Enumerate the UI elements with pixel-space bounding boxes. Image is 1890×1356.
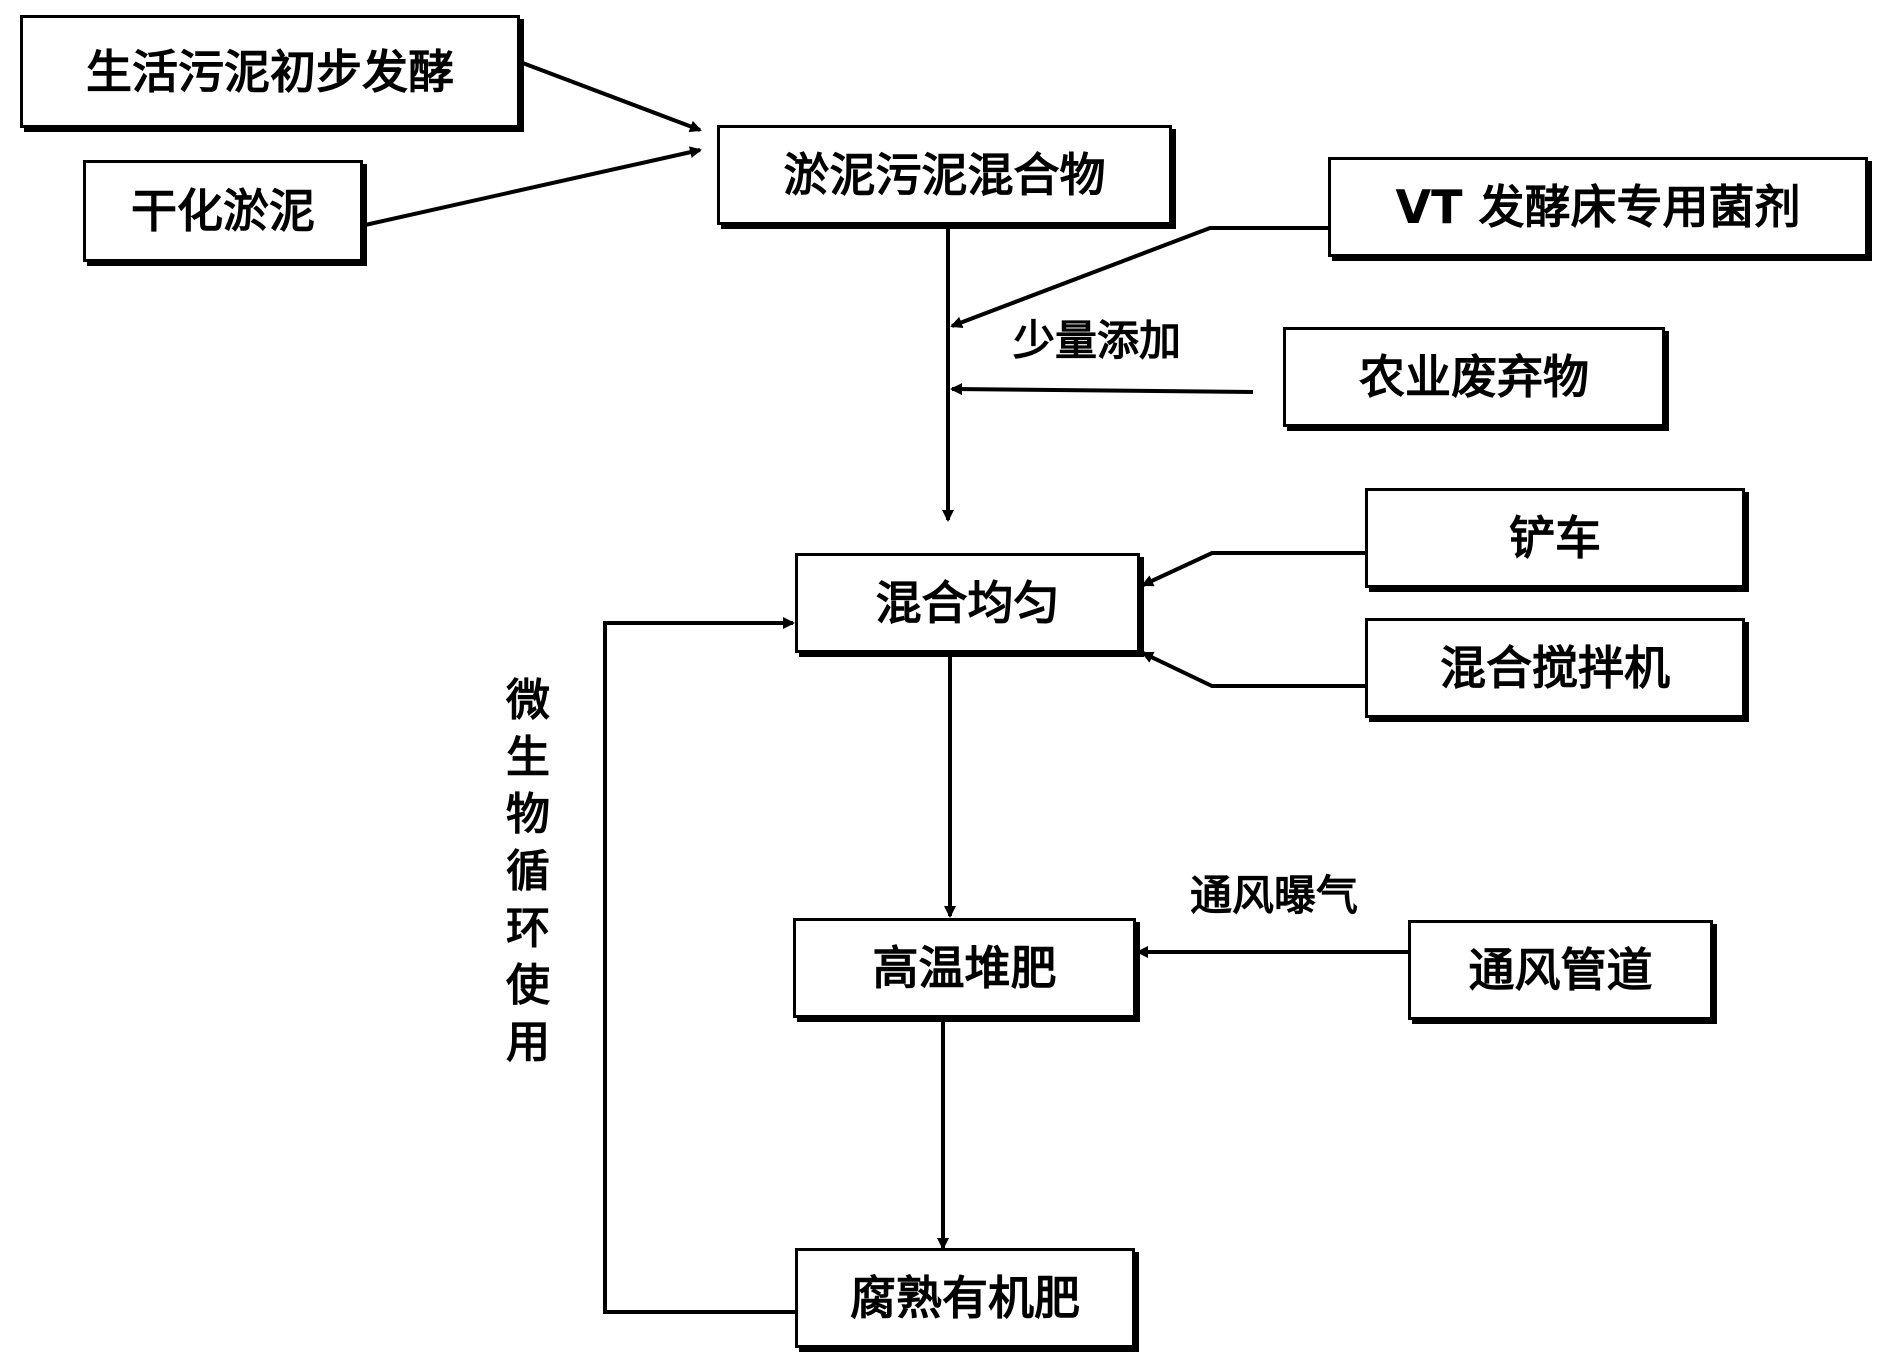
node-shovel-loader: 铲车 [1365,488,1745,588]
label-ventilation-aeration: 通风曝气 [1190,871,1359,920]
node-domestic-sludge: 生活污泥初步发酵 [20,15,520,128]
arrow-recycle-loop [603,617,795,1314]
node-mature-fertilizer: 腐熟有机肥 [795,1248,1135,1348]
label-microbe-recycle: 微生物循环使用 [506,675,550,1068]
node-agri-waste: 农业废弃物 [1283,327,1665,427]
arrow-shovel-to-uniform [1141,551,1365,587]
label-small-addition: 少量添加 [1013,316,1182,365]
arrow-agri-to-mainline [950,383,1254,396]
node-ventilation-pipe: 通风管道 [1408,920,1713,1020]
node-mixer: 混合搅拌机 [1365,618,1745,718]
node-mix-uniform: 混合均匀 [795,553,1140,653]
arrow-mixer-to-uniform [1141,651,1365,688]
arrow-silt-to-mix [364,146,702,227]
arrow-domestic-to-mix [519,60,702,133]
node-vt-inoculant: VT 发酵床专用菌剂 [1328,157,1868,257]
node-silt-sludge-mix: 淤泥污泥混合物 [717,125,1172,225]
node-high-temp-compost: 高温堆肥 [793,918,1136,1018]
arrow-vt-to-mainline [950,226,1328,329]
node-dried-silt: 干化淤泥 [83,160,363,262]
